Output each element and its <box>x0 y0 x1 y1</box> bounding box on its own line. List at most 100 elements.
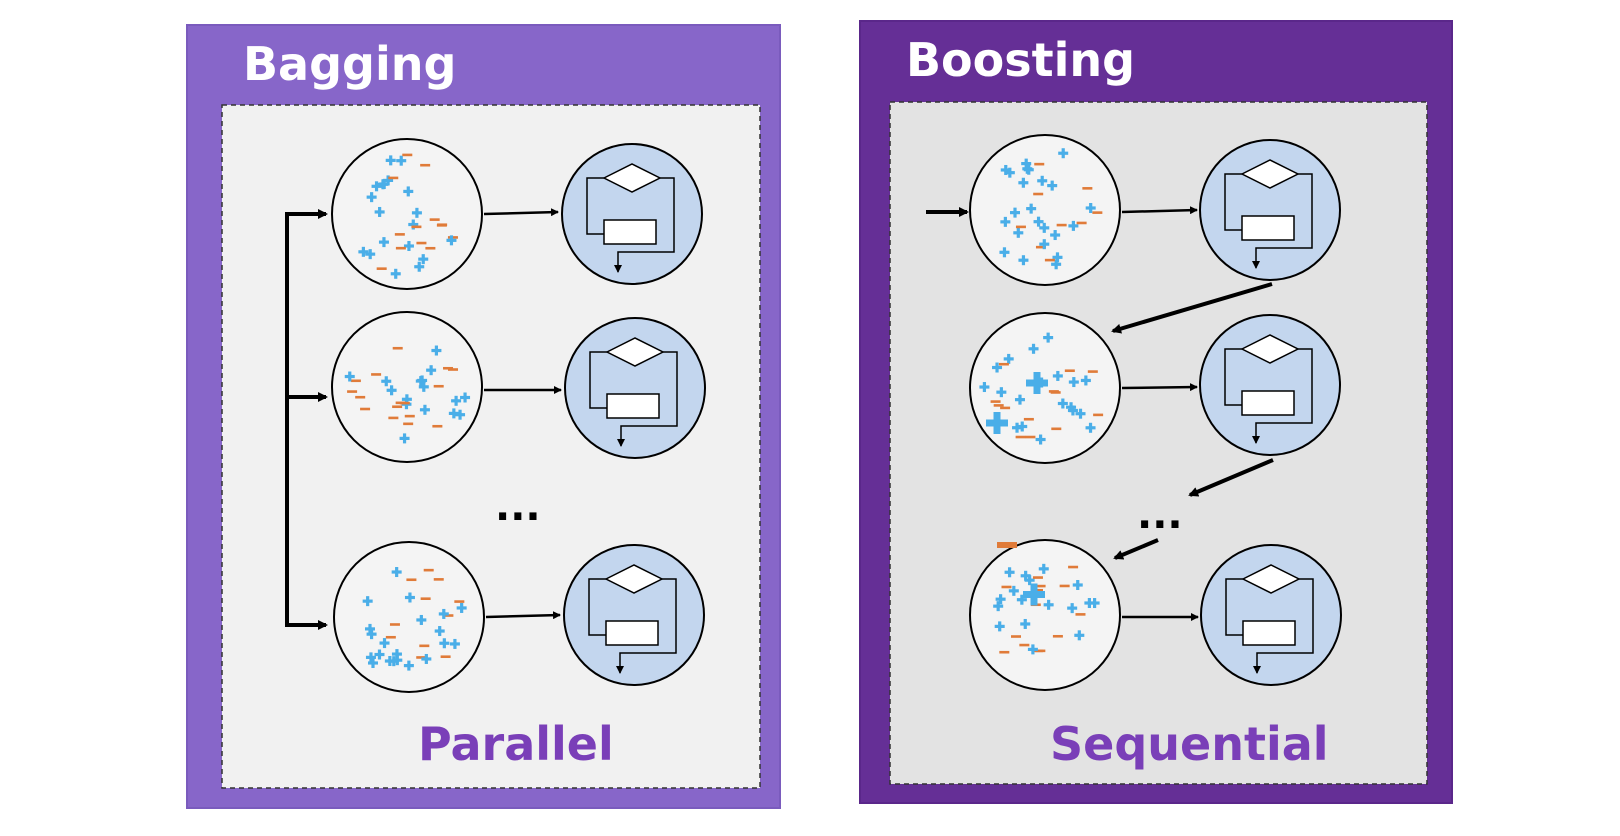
minus-point <box>1034 162 1045 166</box>
plus-point <box>431 345 442 356</box>
plus-point <box>448 408 459 419</box>
bagging-data-sample-2 <box>331 311 483 463</box>
minus-point <box>1082 187 1093 190</box>
plus-point <box>1000 216 1011 227</box>
plus-point <box>979 382 990 393</box>
minus-point <box>999 650 1010 654</box>
minus-point <box>1015 435 1026 439</box>
minus-point <box>411 225 422 229</box>
boosting-caption: Sequential <box>1050 717 1329 771</box>
bagging-panel: Bagging ... Parallel <box>186 24 781 809</box>
minus-point <box>388 416 399 420</box>
plus-point <box>995 594 1006 605</box>
minus-point <box>993 404 1004 407</box>
model-disc <box>1200 544 1342 686</box>
minus-point <box>1011 635 1022 638</box>
plus-point <box>416 614 427 625</box>
flowchart-icon <box>1224 334 1313 444</box>
minus-point <box>433 384 444 388</box>
plus-point <box>1052 252 1063 263</box>
plus-point <box>1012 422 1023 433</box>
minus-point <box>389 623 400 626</box>
plus-point <box>414 261 425 272</box>
plus-point <box>390 268 401 279</box>
minus-point <box>998 362 1009 366</box>
plus-point <box>455 409 466 420</box>
plus-point <box>1010 207 1021 218</box>
plus-point <box>419 404 430 415</box>
bagging-title: Bagging <box>243 37 456 91</box>
minus-point <box>1076 221 1087 225</box>
plus-point <box>1075 408 1086 419</box>
plus-point <box>1066 402 1077 413</box>
minus-point <box>1068 565 1079 569</box>
flowchart-icon <box>586 163 675 273</box>
plus-point <box>1020 618 1031 629</box>
plus-point <box>992 362 1003 373</box>
plus-point <box>1035 434 1046 445</box>
plus-point <box>1072 579 1083 590</box>
plus-point <box>993 601 1004 612</box>
boosting-ellipsis: ... <box>1137 492 1183 538</box>
minus-point <box>432 424 443 428</box>
minus-point <box>406 578 417 582</box>
minus-point <box>399 401 410 405</box>
bagging-data-sample-1 <box>331 138 483 290</box>
bagging-data-sample-3 <box>333 541 485 693</box>
plus-point <box>358 246 369 257</box>
boosting-model-3 <box>1200 544 1342 686</box>
bagging-arrow-1 <box>483 208 559 217</box>
flowchart-icon <box>589 337 678 447</box>
minus-point <box>1064 369 1075 373</box>
weighted-minus-point <box>997 542 1017 548</box>
boosting-feedback-arrow-3 <box>1113 538 1159 560</box>
plus-point <box>1033 216 1044 227</box>
plus-point <box>1039 222 1050 233</box>
plus-point <box>1043 599 1054 610</box>
plus-point <box>1067 405 1078 416</box>
minus-point <box>1019 643 1030 647</box>
plus-point <box>1085 422 1096 433</box>
minus-point <box>1087 370 1098 373</box>
weighted-plus-point <box>1026 372 1048 394</box>
plus-point <box>1080 375 1091 386</box>
minus-point <box>350 379 361 383</box>
plus-point <box>1047 180 1058 191</box>
plus-point <box>1074 630 1085 641</box>
minus-point <box>1033 192 1044 196</box>
plus-point <box>1050 230 1061 241</box>
minus-point <box>355 395 366 399</box>
minus-point <box>1035 245 1046 249</box>
plus-point <box>415 376 426 387</box>
plus-point <box>1023 164 1034 175</box>
plus-point <box>1051 259 1062 270</box>
plus-point <box>1024 575 1035 586</box>
minus-point <box>437 223 448 227</box>
minus-point <box>403 422 414 426</box>
minus-point <box>423 568 434 572</box>
plus-point <box>460 392 471 403</box>
minus-point <box>443 366 454 370</box>
plus-point <box>1004 167 1015 178</box>
plus-point <box>1085 203 1096 214</box>
minus-point <box>1052 634 1063 638</box>
plus-point <box>362 596 373 607</box>
minus-point <box>1025 435 1036 439</box>
plus-point <box>439 638 450 649</box>
minus-point <box>1023 417 1034 421</box>
plus-point <box>396 155 407 166</box>
bagging-ellipsis: ... <box>495 484 541 530</box>
minus-point <box>1056 223 1067 227</box>
minus-point <box>395 246 406 250</box>
plus-point <box>451 395 462 406</box>
minus-point <box>360 407 371 411</box>
plus-point <box>994 621 1005 632</box>
plus-point <box>1027 644 1038 655</box>
plus-point <box>385 155 396 166</box>
flowchart-icon <box>1225 564 1314 674</box>
plus-point <box>399 433 410 444</box>
weighted-plus-point <box>986 412 1008 434</box>
plus-point <box>379 179 390 190</box>
plus-point <box>456 602 467 613</box>
